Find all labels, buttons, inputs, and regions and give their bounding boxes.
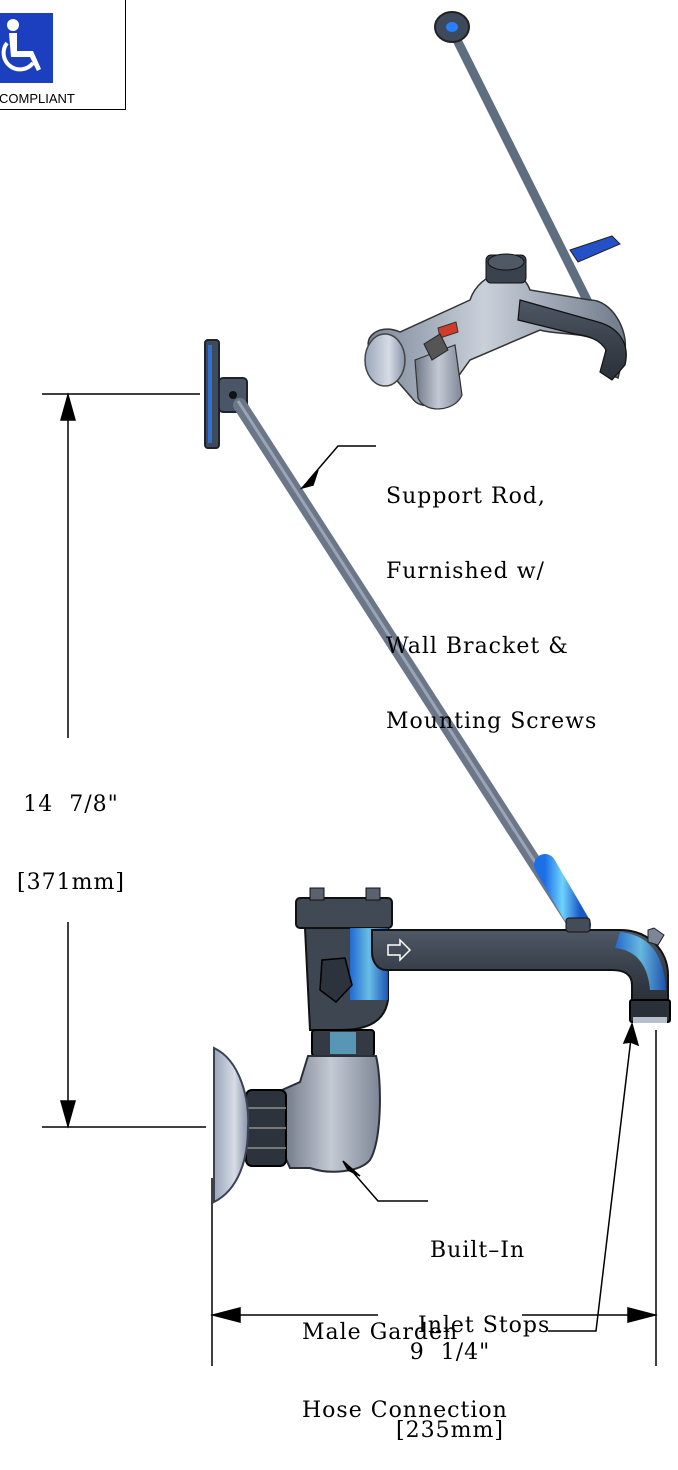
support-rod-leader [307, 445, 376, 482]
wheelchair-accessibility-icon [0, 13, 53, 83]
callout-line: Support Rod, [386, 484, 546, 509]
isometric-faucet-view [364, 11, 627, 410]
hose-connection-leader [548, 1029, 633, 1332]
iso-support-rod [447, 25, 603, 327]
height-metric: [371mm] [17, 870, 125, 895]
width-metric: [235mm] [396, 1418, 504, 1443]
faucet-technical-drawing [42, 11, 671, 1366]
callout-line: Furnished w/ [386, 559, 545, 584]
faucet-side-view [213, 887, 671, 1204]
ada-compliant-badge: COMPLIANT [0, 0, 126, 110]
callout-line: Male Garden [302, 1320, 459, 1345]
rod-sleeve [534, 854, 591, 936]
callout-line: Wall Bracket & [386, 634, 569, 659]
top-cap [295, 897, 393, 929]
support-rod-callout: Support Rod, Furnished w/ Wall Bracket &… [386, 434, 597, 759]
rod-connector [565, 917, 591, 933]
leader-lines [299, 445, 640, 1332]
height-imperial: 14 7/8" [23, 792, 119, 817]
inlet-stops-callout: Built–In Inlet Stops [418, 1188, 550, 1363]
callout-line: Mounting Screws [386, 709, 598, 734]
ada-label: COMPLIANT [0, 91, 75, 106]
inlet-stops-leader [344, 1162, 428, 1202]
iso-left-flange [364, 333, 406, 387]
inlet-elbow [281, 1055, 381, 1173]
iso-spout [517, 299, 627, 381]
callout-line: Inlet Stops [418, 1313, 551, 1338]
iso-stop-body [414, 344, 463, 410]
support-rod-assembly [204, 339, 591, 936]
width-imperial: 9 1/4" [409, 1340, 491, 1365]
flow-arrow-icon [387, 938, 412, 962]
vacuum-breaker-nub [647, 927, 665, 946]
width-dimension-label: 9 1/4" [235mm] [380, 1288, 520, 1470]
iso-cold-handle [569, 235, 621, 263]
wall-flange [213, 1046, 250, 1204]
callout-line: Built–In [430, 1238, 526, 1263]
height-dimension-label: 14 7/8" [371mm] [4, 740, 138, 922]
stop-handle [319, 957, 353, 1004]
spout [371, 929, 669, 1001]
